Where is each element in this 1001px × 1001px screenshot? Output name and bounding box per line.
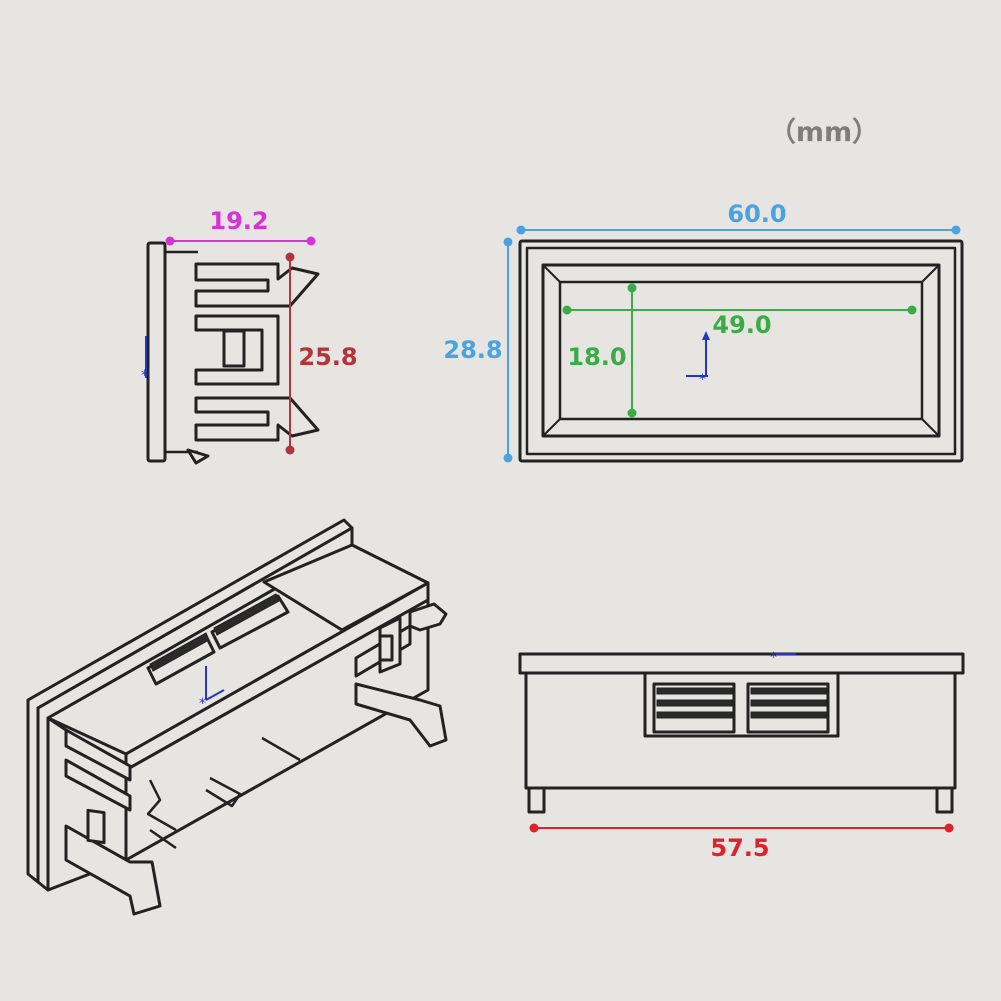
isometric-view: * [26,518,448,916]
grip-ridges-right [750,687,827,719]
window-height-dimension-label: 18.0 [567,343,626,371]
unit-label: （mm） [769,117,879,148]
body-width-dimension: 57.5 [529,823,954,862]
window-width-dimension-label: 49.0 [712,311,771,339]
top-view: * [518,650,965,814]
panel-height-dimension-label: 28.8 [443,336,502,364]
svg-text:*: * [770,650,777,666]
clip-height-dimension-label: 25.8 [298,343,357,371]
depth-dimension: 19.2 [165,207,316,246]
panel-width-dimension-label: 60.0 [727,200,786,228]
depth-dimension-label: 19.2 [209,207,268,235]
body-width-dimension-label: 57.5 [710,834,769,862]
clip-height-dimension: 25.8 [285,252,358,455]
svg-text:*: * [699,372,706,388]
front-view: * [518,239,964,463]
panel-height-dimension: 28.8 [443,237,513,463]
svg-text:*: * [141,368,148,384]
panel-width-dimension: 60.0 [516,200,961,235]
svg-text:*: * [199,696,206,712]
window-height-dimension: 18.0 [567,283,637,418]
window-width-dimension: 49.0 [562,305,917,339]
grip-ridges-left [656,687,733,719]
side-view: * [141,241,320,465]
